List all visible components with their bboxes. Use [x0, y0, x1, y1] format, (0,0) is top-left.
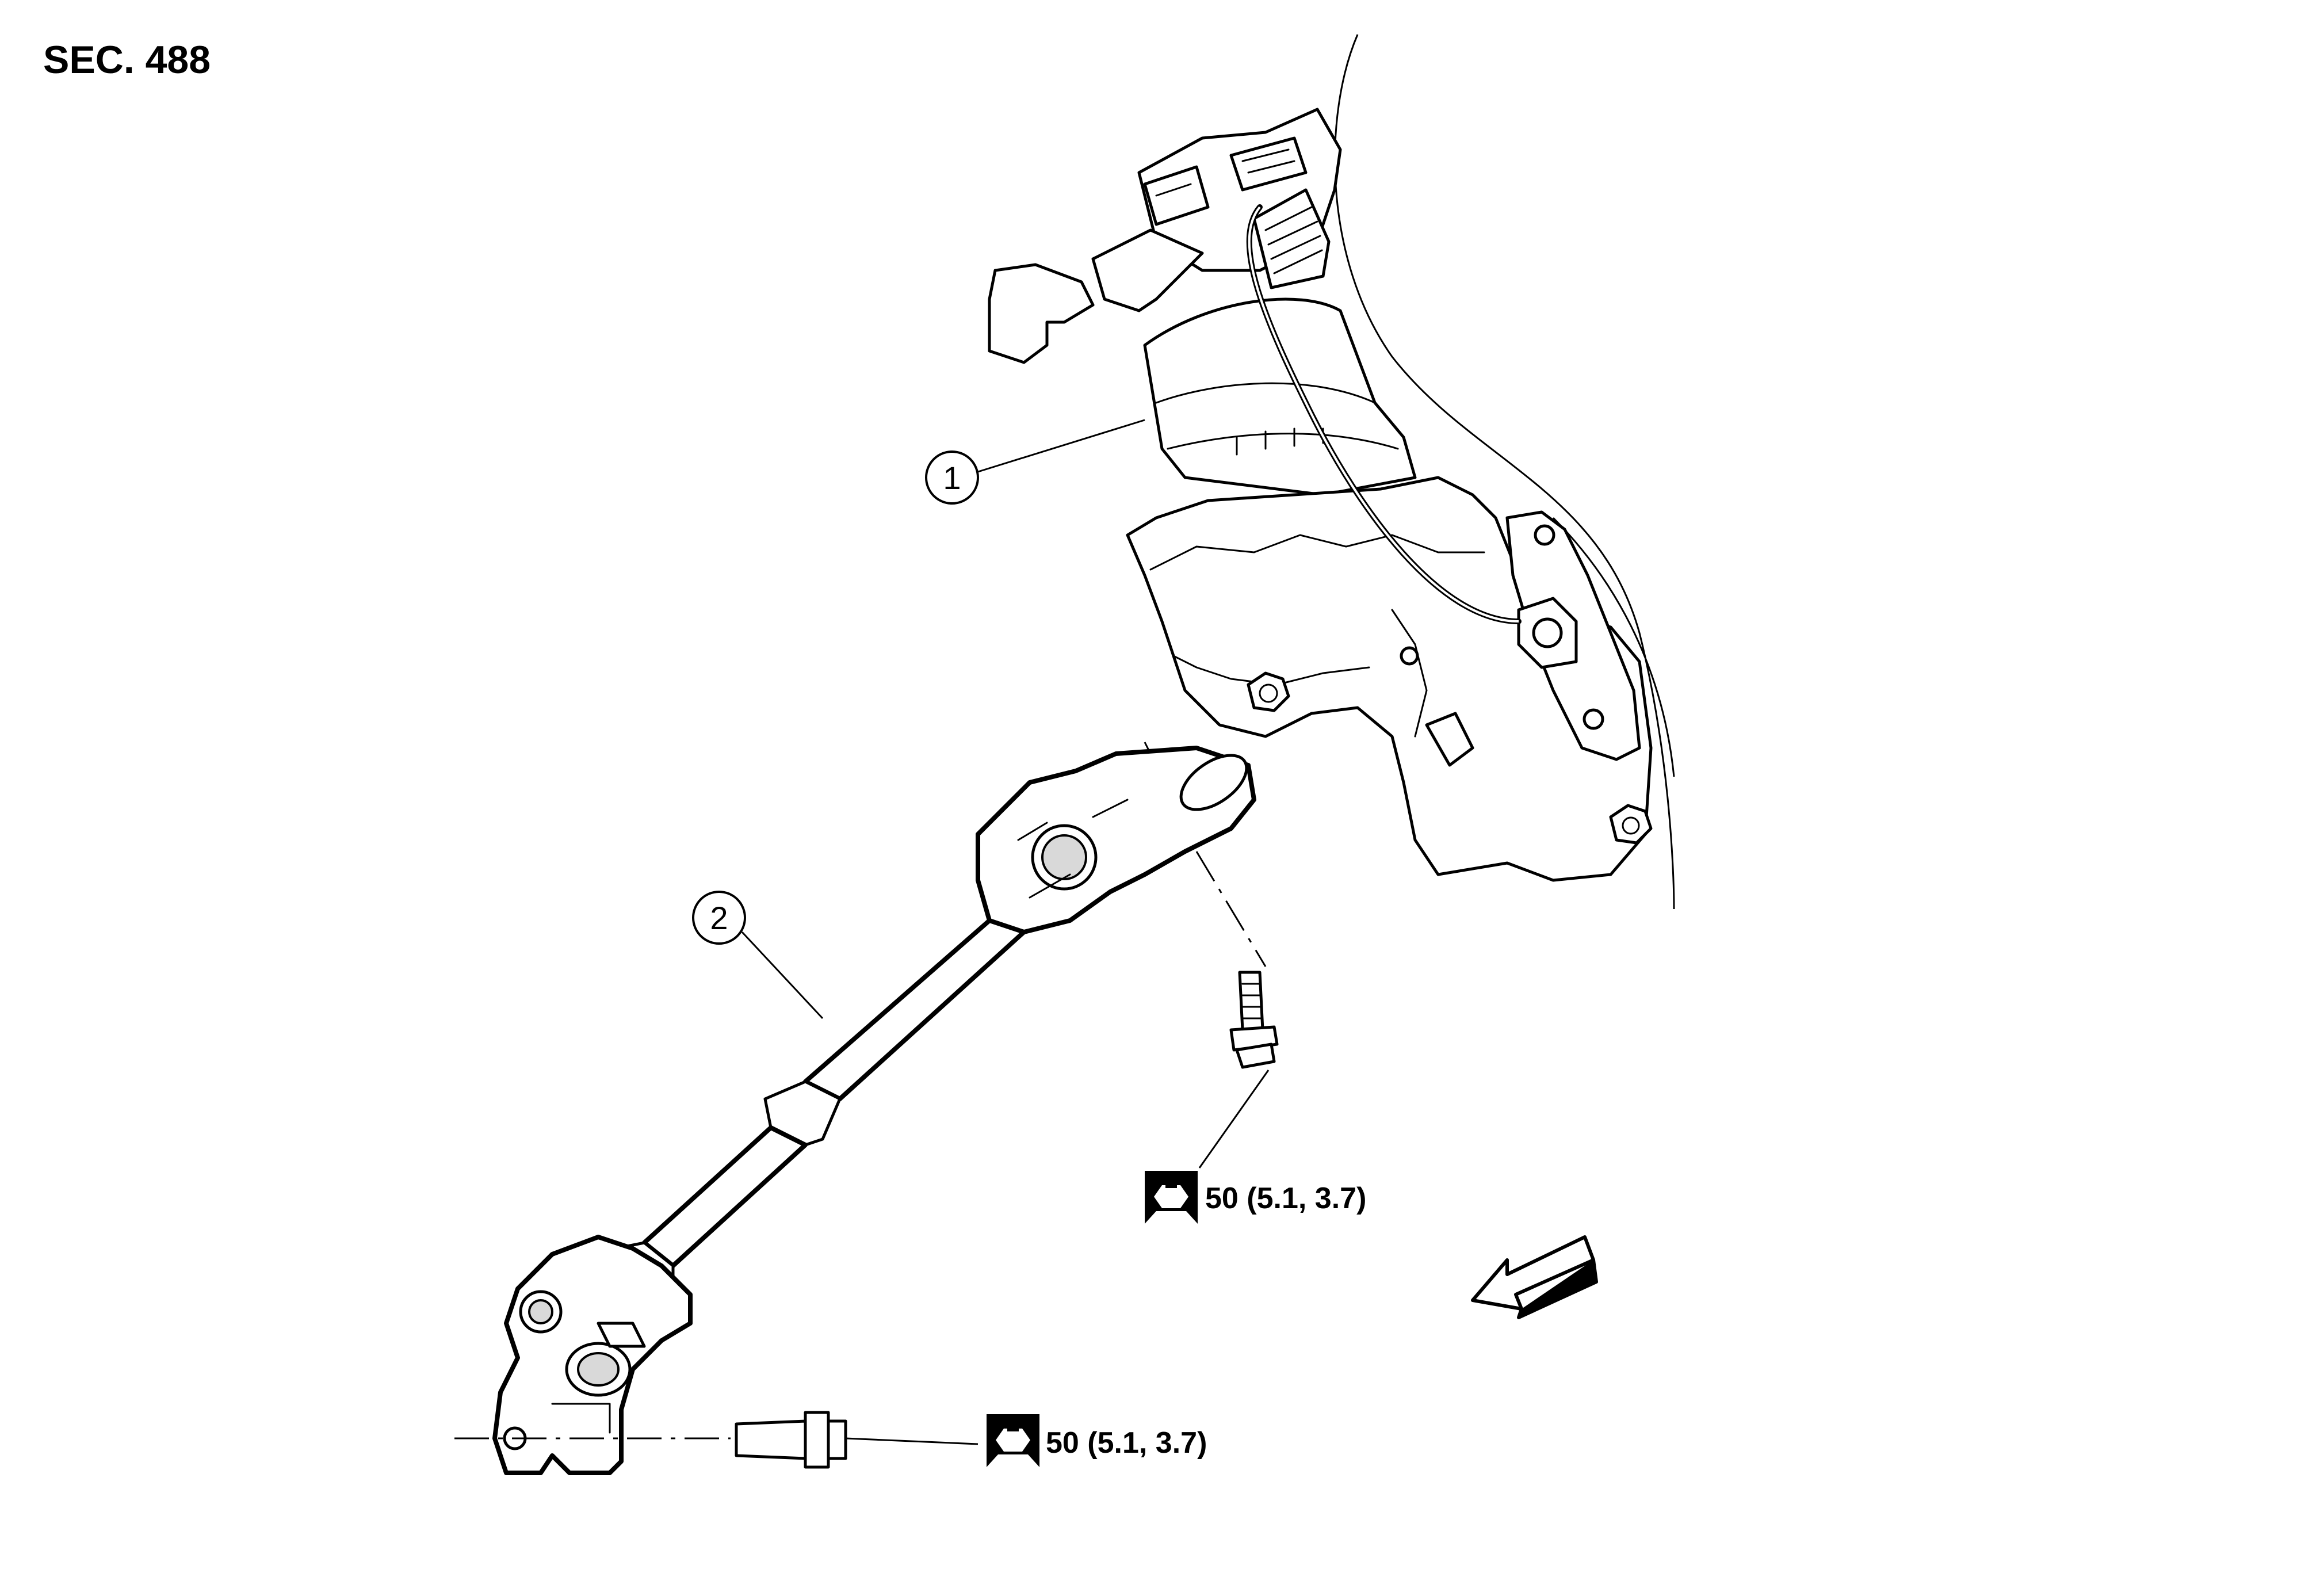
connector-block: [1137, 108, 1342, 289]
upper-yoke-bolt: [1229, 971, 1279, 1069]
intermediate-shaft-assembly: [492, 746, 1256, 1475]
steering-column-assembly: [988, 108, 1653, 882]
callout-2: 2: [692, 891, 824, 1019]
upper-bolt-leader: [1198, 1070, 1270, 1169]
housing-bolt: [1247, 671, 1290, 712]
sensor-bracket: [1505, 510, 1641, 761]
section-label: SEC. 488: [43, 38, 211, 82]
wrench-torque-icon: [987, 1414, 1039, 1467]
front-direction-arrow-icon: [1471, 1235, 1598, 1319]
torque-spec-lower: 50 (5.1, 3.7): [987, 1414, 1207, 1467]
callout-1: 1: [925, 419, 1145, 505]
housing-hole: [1400, 646, 1419, 666]
upper-mount-bracket: [988, 228, 1204, 364]
lower-yoke-bolt: [735, 1411, 847, 1469]
svg-text:50 (5.1, 3.7): 50 (5.1, 3.7): [1046, 1426, 1207, 1460]
svg-text:1: 1: [943, 460, 961, 496]
lower-right-bolt: [1609, 804, 1653, 845]
torque-spec-upper: 50 (5.1, 3.7): [1145, 1171, 1366, 1224]
lower-bolt-leader: [845, 1437, 978, 1445]
upper-bolt-centerline: [1195, 851, 1267, 967]
svg-text:50 (5.1, 3.7): 50 (5.1, 3.7): [1205, 1182, 1366, 1215]
wrench-torque-icon: [1145, 1171, 1198, 1224]
svg-text:2: 2: [710, 900, 728, 936]
